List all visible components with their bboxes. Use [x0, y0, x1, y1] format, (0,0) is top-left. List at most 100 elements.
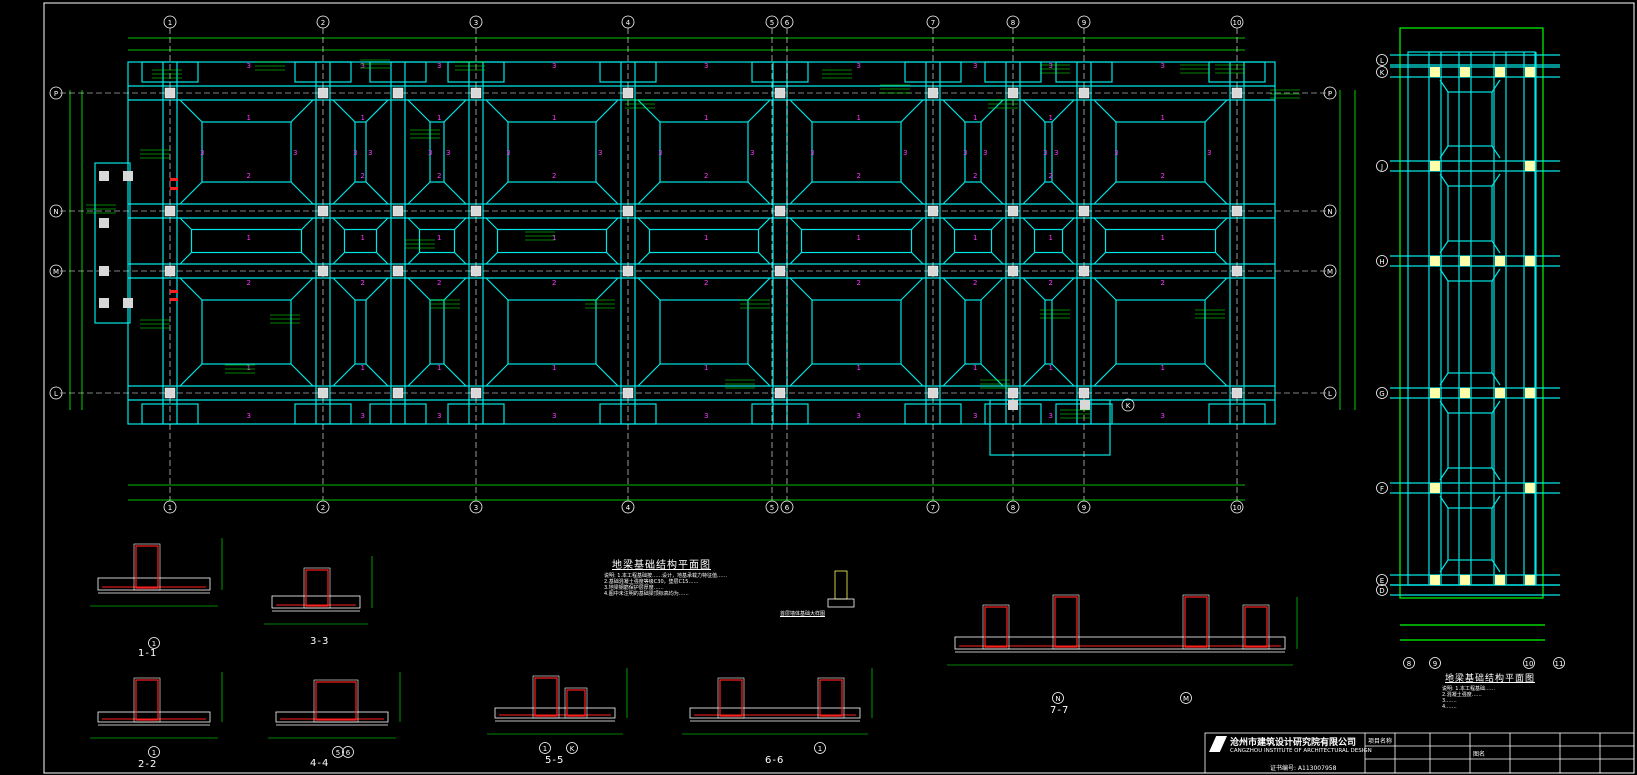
axis-bubble-label: 10 [1233, 19, 1242, 27]
beam-type-mark: 1 [1161, 114, 1165, 122]
axis-bubble [926, 500, 940, 514]
beam-type-mark: 3 [1161, 412, 1165, 420]
beam-type-mark: 3 [658, 149, 662, 157]
haunch-line [290, 181, 314, 205]
side-column [1495, 256, 1505, 266]
beam-type-mark: 3 [552, 62, 556, 70]
footing-outline [127, 61, 1276, 425]
section-label-1-1: 1-1 [138, 648, 158, 659]
beam-type-mark: 1 [704, 364, 708, 372]
haunch-line [942, 217, 955, 230]
haunch-line [485, 99, 509, 123]
side-column [1430, 388, 1440, 398]
haunch-line [911, 217, 924, 230]
side-haunch [1491, 268, 1501, 282]
haunch-line [1022, 99, 1046, 123]
section-4-4-stem [315, 681, 357, 721]
haunch-line [1062, 217, 1075, 230]
side-axis-bubble [1376, 584, 1388, 596]
bay-inner [354, 299, 367, 365]
side-column [1430, 256, 1440, 266]
haunch-line [454, 217, 467, 230]
haunch-line [1022, 217, 1035, 230]
haunch-line [485, 181, 509, 205]
beam-type-mark: 2 [247, 279, 251, 287]
column [774, 265, 786, 277]
section-axis-label: N [1055, 695, 1060, 703]
axis-bubble-label: 9 [1082, 504, 1086, 512]
bay-inner [1104, 228, 1217, 254]
beam-type-mark: 3 [810, 149, 814, 157]
bay-inner [354, 121, 367, 183]
axis-bubble-label: 10 [1233, 504, 1242, 512]
haunch-line [595, 363, 619, 387]
section-4-4-stem-outline [313, 679, 359, 723]
axis-bubble-label: P [1328, 90, 1332, 98]
haunch-line [290, 363, 314, 387]
beam-type-mark: 3 [973, 62, 977, 70]
beam-type-mark: 1 [1049, 234, 1053, 242]
side-axis-bubble-label: K [1380, 69, 1385, 77]
bay-inner [659, 121, 749, 183]
haunch-line [900, 181, 924, 205]
section-axis-bubble [148, 746, 160, 758]
beam-type-mark: 3 [750, 149, 754, 157]
haunch-line [1051, 181, 1075, 205]
side-bay-inner [1447, 280, 1493, 374]
beam-type-mark: 3 [293, 149, 297, 157]
axis-bubble-label: 1 [168, 19, 172, 27]
section-label-7-7: 7-7 [1050, 705, 1070, 716]
haunch-line [637, 277, 661, 301]
side-haunch [1439, 467, 1449, 481]
beam-type-mark: 1 [704, 114, 708, 122]
column [927, 205, 939, 217]
side-haunch [1439, 79, 1449, 93]
column [1231, 265, 1243, 277]
haunch-line [179, 217, 192, 230]
side-axis-bubble-label: G [1379, 390, 1384, 398]
bay-inner [507, 121, 597, 183]
column [1078, 387, 1090, 399]
side-axis-bubble-label: 10 [1525, 660, 1534, 668]
side-column [1525, 575, 1535, 585]
haunch-line [1051, 277, 1075, 301]
bay-inner [507, 299, 597, 365]
column [1078, 205, 1090, 217]
section-2-2-stem-outline [133, 677, 161, 723]
haunch-line [1215, 252, 1228, 265]
stair-mark [170, 298, 178, 301]
side-axis-bubble-label: H [1379, 258, 1384, 266]
side-bay-inner [1447, 507, 1493, 561]
haunch-line [376, 252, 389, 265]
axis-bubble-label: 8 [1011, 19, 1015, 27]
axis-bubble [49, 204, 63, 218]
beam-type-mark: 2 [704, 279, 708, 287]
side-haunch [1491, 145, 1501, 159]
beam-type-mark: 3 [428, 149, 432, 157]
section-7-7-stem-outline [1182, 594, 1210, 650]
beam-type-mark: 1 [1161, 234, 1165, 242]
section-axis-bubble [342, 746, 354, 758]
bay-inner [190, 228, 303, 254]
section-axis-label: 1 [152, 640, 156, 648]
axis-bubble-label: 4 [626, 504, 631, 512]
side-axis-bubble-label: D [1379, 587, 1384, 595]
column [470, 205, 482, 217]
side-haunch [1491, 495, 1501, 509]
axis-bubble [1006, 500, 1020, 514]
haunch-line [376, 217, 389, 230]
section-7-7-stem [1184, 596, 1208, 648]
beam-type-mark: 2 [1161, 279, 1165, 287]
section-label-3-3: 3-3 [310, 636, 330, 647]
pit-outline [989, 399, 1111, 456]
beam-type-mark: 1 [247, 364, 251, 372]
side-axis-bubble [1376, 160, 1388, 172]
haunch-line [332, 252, 345, 265]
haunch-line [485, 363, 509, 387]
beam-type-mark: 1 [857, 234, 861, 242]
side-column [1460, 256, 1470, 266]
section-5-5-stem [566, 689, 586, 717]
footing-pad [751, 61, 809, 83]
axis-bubble-label: 5 [770, 504, 774, 512]
beam-type-mark: 3 [857, 412, 861, 420]
